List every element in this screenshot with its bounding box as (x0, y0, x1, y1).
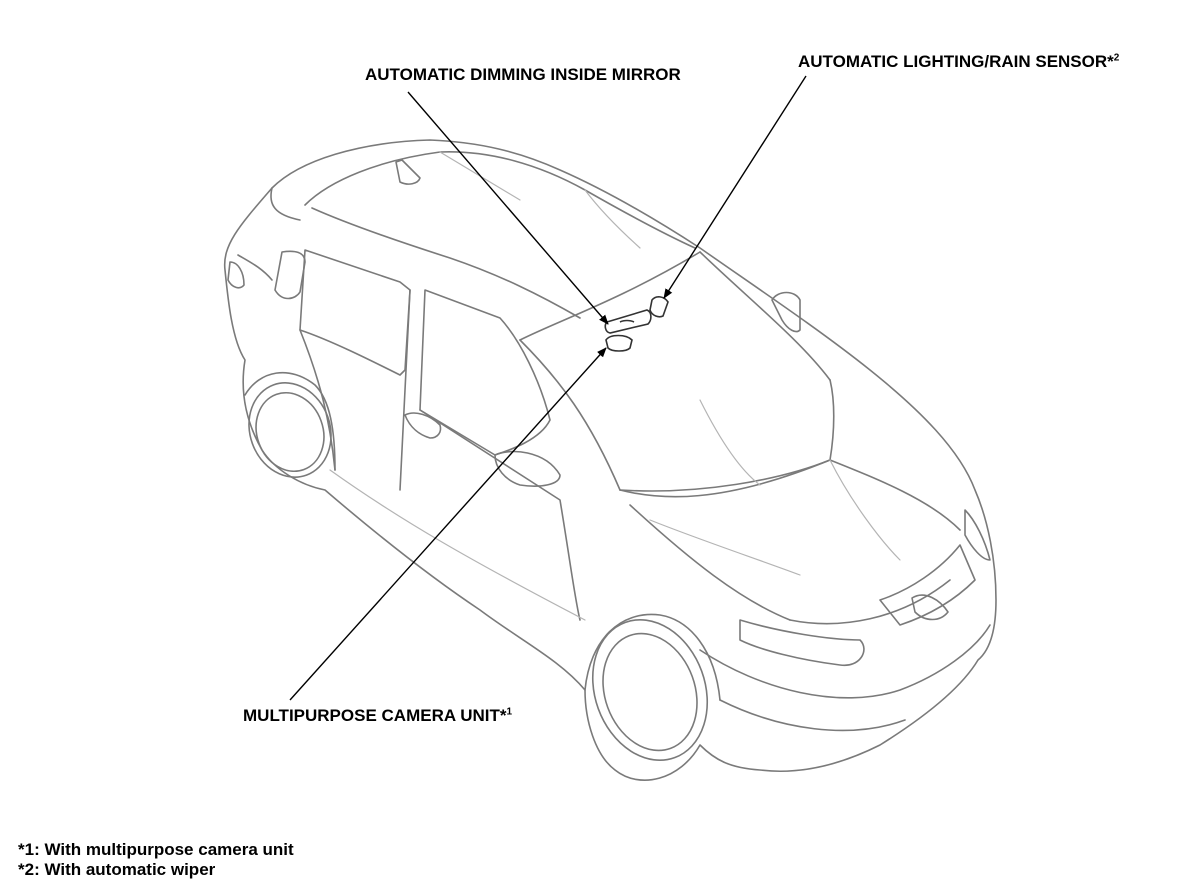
leader-line-camera (289, 347, 607, 701)
callout-automatic-dimming-inside-mirror: AUTOMATIC DIMMING INSIDE MIRROR (365, 65, 681, 85)
callout-text: AUTOMATIC DIMMING INSIDE MIRROR (365, 65, 681, 84)
leader-line-sensor (663, 75, 807, 299)
callout-automatic-lighting-rain-sensor: AUTOMATIC LIGHTING/RAIN SENSOR*2 (798, 52, 1119, 72)
leader-lines (289, 75, 807, 701)
callout-text: AUTOMATIC LIGHTING/RAIN SENSOR* (798, 52, 1114, 71)
footnote-2: *2: With automatic wiper (18, 860, 216, 879)
callout-marker: 1 (506, 706, 513, 718)
inside-mirror-shape (604, 309, 652, 334)
camera-unit-shape (605, 334, 633, 352)
callout-marker: 2 (1113, 52, 1120, 64)
footnote-1: *1: With multipurpose camera unit (18, 840, 294, 859)
callout-text: MULTIPURPOSE CAMERA UNIT* (243, 706, 507, 725)
rain-sensor-shape (649, 296, 669, 318)
car-detail-lines (329, 151, 901, 621)
callout-multipurpose-camera-unit: MULTIPURPOSE CAMERA UNIT*1 (243, 706, 512, 726)
leader-line-mirror (407, 91, 609, 325)
car-body (223, 139, 997, 781)
